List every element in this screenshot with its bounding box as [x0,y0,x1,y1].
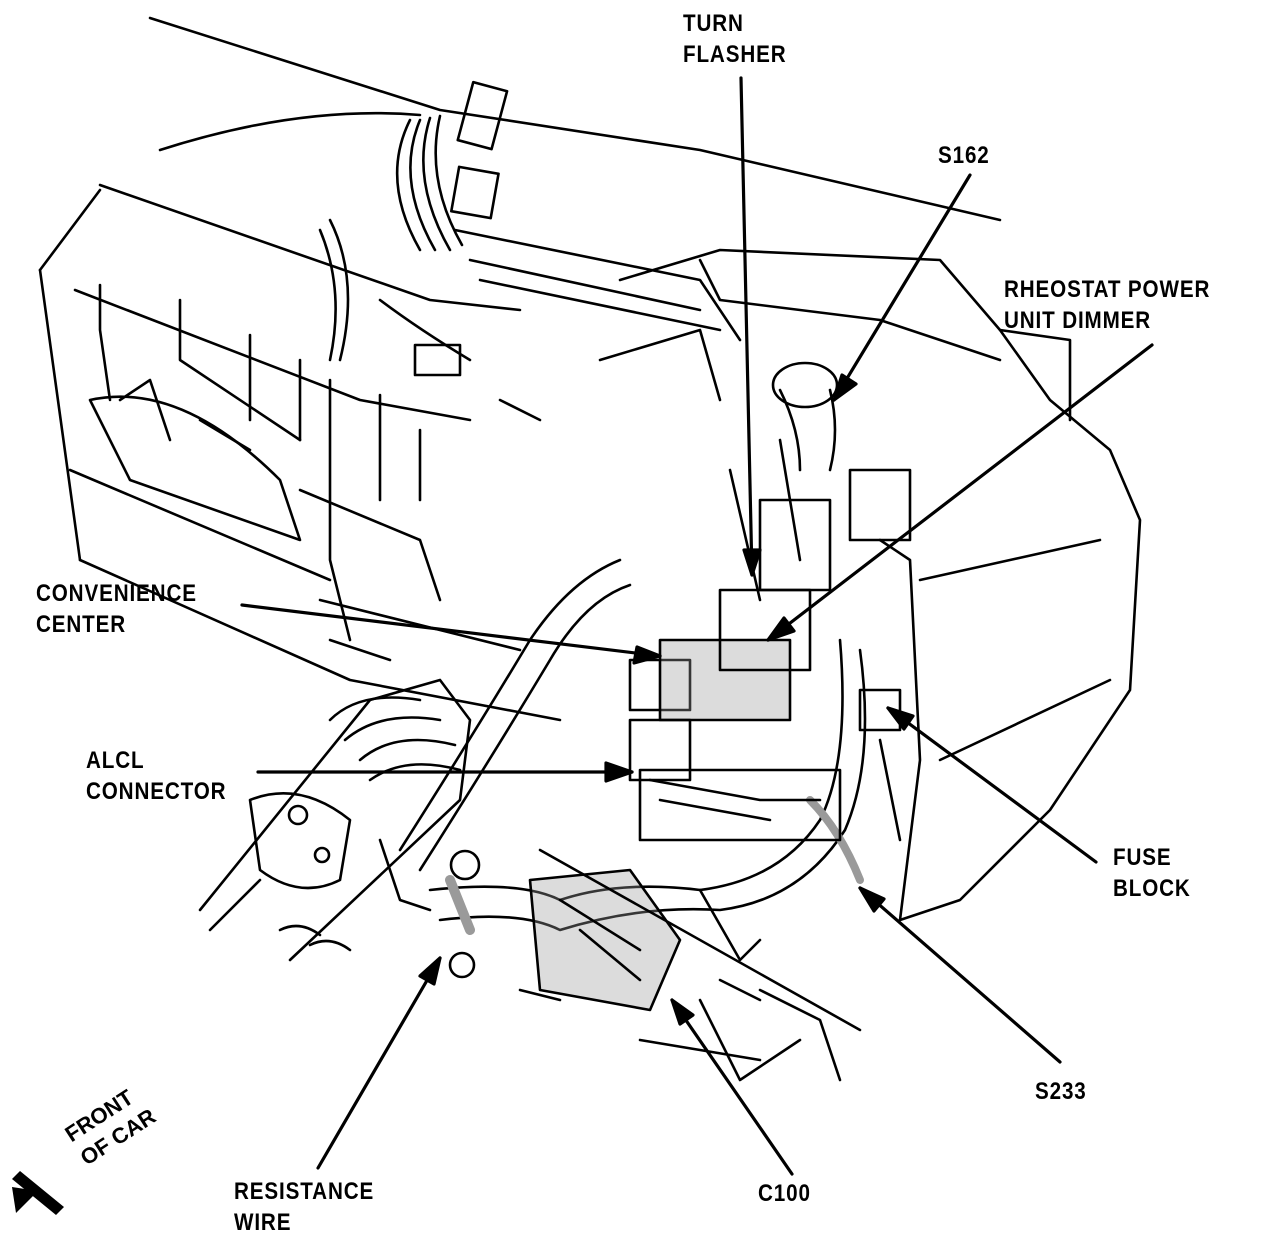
arrow-down-left-icon [12,1171,64,1215]
label-line: ALCL [86,747,145,774]
label-line: FUSE [1113,844,1172,871]
cluster-openings [88,378,522,662]
label-line: CONNECTOR [86,778,227,805]
dashboard-top [38,16,1002,722]
leader-turn-flasher [739,76,754,577]
label-line: CENTER [36,611,127,638]
leader-s233 [858,886,1062,1064]
label-line: WIRE [234,1209,292,1236]
steering-column [198,678,472,962]
label-line: BLOCK [1113,875,1191,902]
label-line: TURN [683,10,744,37]
leader-fuse-block [886,706,1098,864]
hvac-housing [598,248,1142,922]
leader-lines [240,76,1154,1176]
c100-connector [518,868,762,1012]
label-line: RESISTANCE [234,1178,375,1205]
label-convenience-center: CONVENIENCE CENTER [36,578,197,640]
label-s162: S162 [938,140,990,171]
floor-bracket [278,838,862,1082]
label-line: CONVENIENCE [36,580,197,607]
label-s233: S233 [1035,1076,1087,1107]
label-line: UNIT DIMMER [1004,307,1152,334]
label-resistance-wire: RESISTANCE WIRE [234,1176,374,1238]
front-of-car-indicator: FRONT OF CAR [10,1085,180,1235]
leader-rheostat [766,343,1154,642]
label-rheostat-power-unit-dimmer: RHEOSTAT POWER UNIT DIMMER [1004,274,1210,336]
label-alcl-connector: ALCL CONNECTOR [86,745,226,807]
leader-convenience-center [240,603,662,658]
label-line: RHEOSTAT POWER [1004,276,1211,303]
upper-wiring [318,80,742,377]
label-line: FLASHER [683,41,787,68]
label-line: S233 [1035,1078,1087,1105]
leader-resistance-wire [316,956,442,1170]
label-line: C100 [758,1180,811,1207]
label-c100: C100 [758,1178,811,1209]
label-line: S162 [938,142,990,169]
label-turn-flasher: TURN FLASHER [683,8,786,70]
label-fuse-block: FUSE BLOCK [1113,842,1191,904]
main-harness [398,558,867,935]
component-cluster [628,361,912,842]
leader-c100 [670,998,794,1176]
leader-s162 [832,173,972,402]
